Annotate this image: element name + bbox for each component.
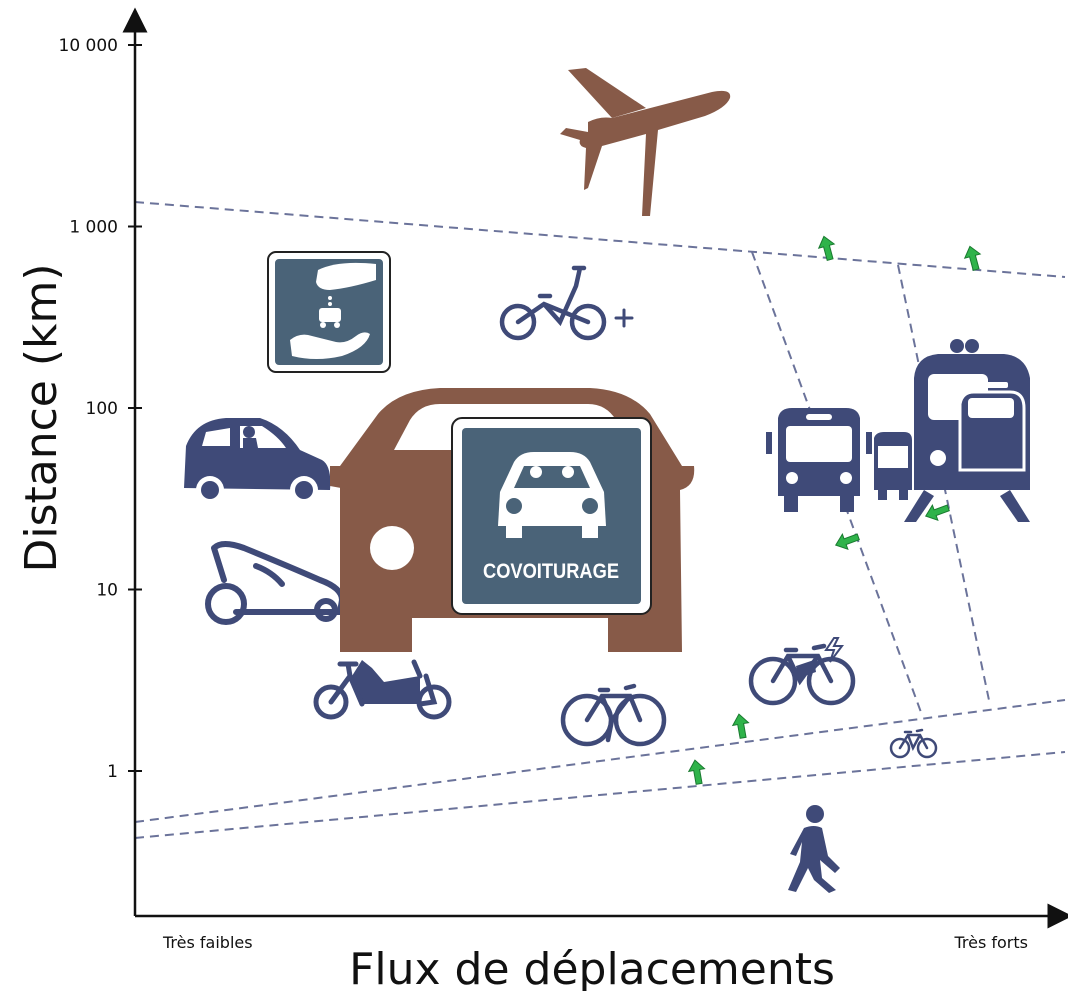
velomobile-icon [205,541,345,625]
train-icon [904,339,1030,522]
x-axis-title: Flux de déplacements [349,944,835,991]
airplane-icon [560,68,731,216]
x-axis-high-label: Très forts [953,933,1028,952]
y-tick-label: 100 [86,399,118,419]
small-bike-icon [889,728,938,759]
boundary-line-lower-1 [134,699,1066,823]
covoiturage-sign: COVOITURAGE [451,417,652,615]
x-axis-low-label: Très faibles [162,933,253,952]
y-tick-label: 1 000 [69,218,118,238]
shift-arrow-icon [924,504,950,522]
shift-arrow-icon [731,713,750,739]
covoiturage-sign-text: COVOITURAGE [483,560,619,583]
y-tick-label: 10 000 [59,36,118,56]
axes: 1 10 100 1 000 10 000 [59,7,1068,929]
car-rental-sign-icon [267,251,391,373]
shift-arrow-icon [834,533,860,551]
y-tick-label: 10 [96,581,118,601]
cargo-bike-icon [313,659,452,720]
shift-arrow-icon [963,245,982,271]
bicycle-icon [560,683,667,747]
shift-arrow-icon [687,759,706,785]
green-arrows [687,235,982,785]
mode-boundary-lines [134,201,1066,839]
y-tick-label: 1 [107,762,118,782]
y-axis-ticks: 1 10 100 1 000 10 000 [59,36,142,782]
boundary-line-lower-2 [134,751,1066,839]
shift-arrow-icon [817,235,836,261]
y-axis-title: Distance (km) [16,263,67,572]
electric-bike-icon [748,637,856,706]
bus-icon [766,408,912,512]
microcar-icon [184,418,331,504]
folding-bike-plus-icon [499,265,634,341]
boundary-line-upper [134,201,1066,278]
pedestrian-icon [788,805,840,893]
